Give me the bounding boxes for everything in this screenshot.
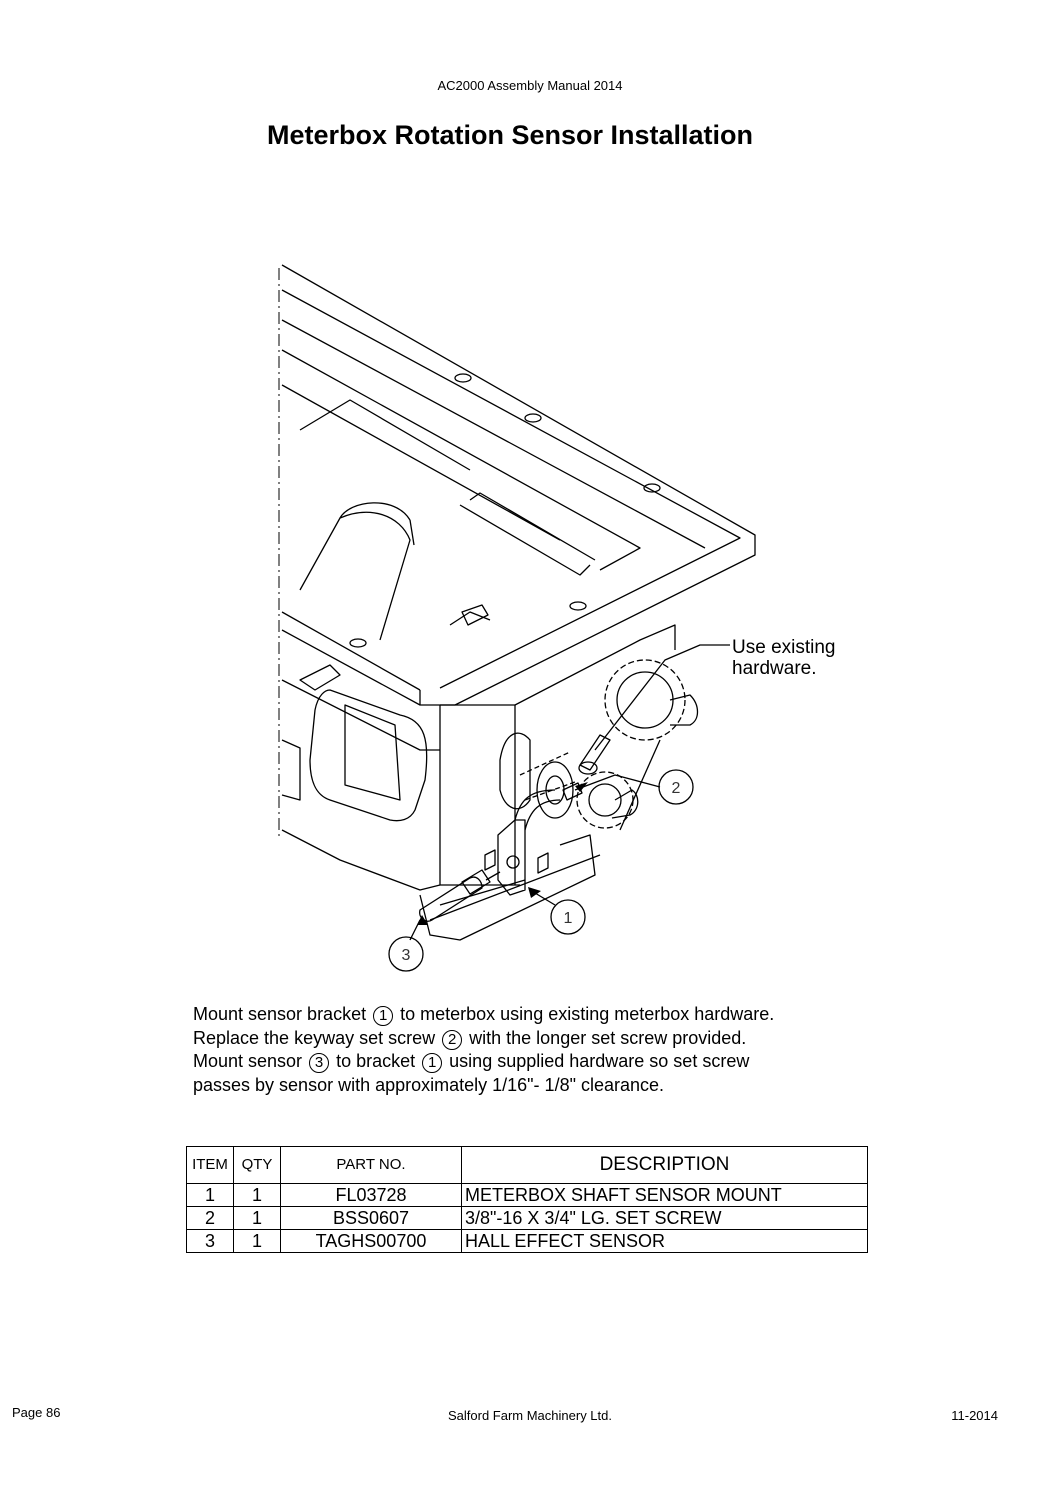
instruction-line: Mount sensor 3 to bracket 1 using suppli… [193, 1051, 750, 1073]
installation-instructions: Mount sensor bracket 1 to meterbox using… [193, 1003, 774, 1097]
item-ref-3: 3 [309, 1053, 330, 1073]
balloon-1-label: 1 [564, 910, 573, 927]
footer-company: Salford Farm Machinery Ltd. [447, 1408, 612, 1423]
balloon-3-label: 3 [402, 947, 411, 964]
header-qty: QTY [233, 1146, 281, 1184]
callout-hardware-line2: hardware. [732, 658, 817, 679]
header-description: DESCRIPTION [461, 1146, 868, 1184]
footer-date: 11-2014 [951, 1408, 998, 1423]
table-row: 1 1 FL03728 METERBOX SHAFT SENSOR MOUNT [186, 1183, 868, 1207]
footer-page-number: Page 86 [12, 1405, 61, 1420]
instruction-line: Mount sensor bracket 1 to meterbox using… [193, 1004, 775, 1026]
instruction-line: passes by sensor with approximately 1/16… [193, 1074, 665, 1095]
item-ref-2: 2 [442, 1029, 463, 1050]
document-header: AC2000 Assembly Manual 2014 [437, 78, 623, 93]
table-row: 3 1 TAGHS00700 HALL EFFECT SENSOR [186, 1229, 868, 1253]
instruction-line: Replace the keyway set screw 2 with the … [193, 1027, 747, 1050]
balloon-2-label: 2 [672, 780, 681, 797]
callout-hardware-line1: Use existing [732, 637, 836, 658]
table-row: 2 1 BSS0607 3/8"-16 X 3/4" LG. SET SCREW [186, 1206, 868, 1230]
header-item: ITEM [186, 1146, 234, 1184]
table-header-row: ITEM QTY PART NO. DESCRIPTION [186, 1146, 868, 1184]
assembly-drawing: Use existing hardware. 2 1 3 [278, 264, 836, 972]
parts-table: ITEM QTY PART NO. DESCRIPTION 1 1 FL0372… [186, 1146, 868, 1253]
page-title: Meterbox Rotation Sensor Installation [266, 120, 754, 150]
header-part-no: PART NO. [280, 1146, 462, 1184]
item-ref-1: 1 [373, 1006, 394, 1026]
item-ref-1: 1 [422, 1053, 443, 1073]
